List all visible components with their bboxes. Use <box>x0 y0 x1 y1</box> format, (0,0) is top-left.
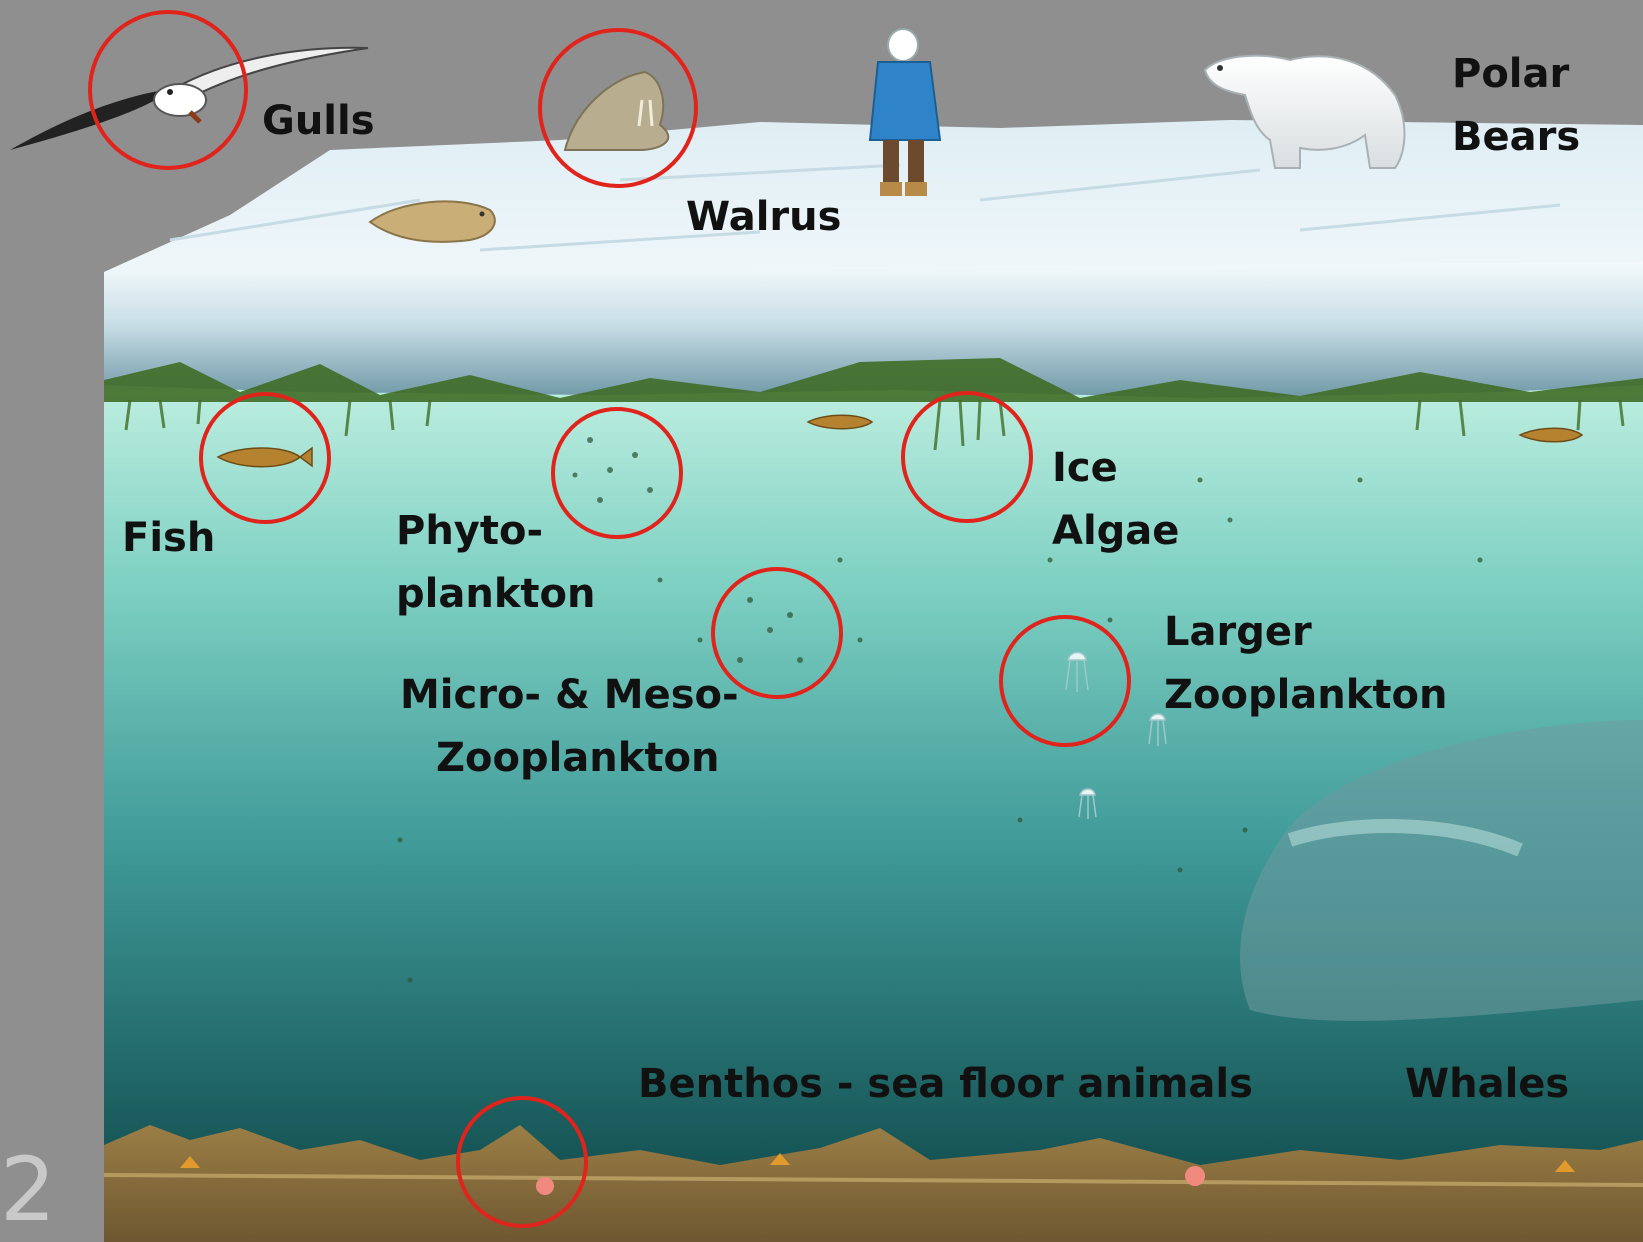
label-micro-meso-zooplankton-line-2: Zooplankton <box>400 727 739 790</box>
label-whales: Whales <box>1405 1053 1569 1116</box>
label-phytoplankton-line-2: plankton <box>396 563 596 626</box>
label-polar-bears-line-2: Bears <box>1452 106 1580 169</box>
label-polar-bears: Polar Bears <box>1452 43 1580 169</box>
label-phytoplankton: Phyto- plankton <box>396 500 596 626</box>
label-phytoplankton-line-1: Phyto- <box>396 500 596 563</box>
walrus-illustration <box>565 72 668 150</box>
label-ice-algae-line-2: Algae <box>1052 500 1179 563</box>
label-benthos: Benthos - sea floor animals <box>638 1053 1253 1116</box>
label-polar-bears-line-1: Polar <box>1452 43 1580 106</box>
label-larger-zooplankton: Larger Zooplankton <box>1164 601 1447 727</box>
label-larger-zooplankton-line-1: Larger <box>1164 601 1447 664</box>
label-ice-algae-line-1: Ice <box>1052 437 1179 500</box>
label-walrus: Walrus <box>686 186 841 249</box>
label-micro-meso-zooplankton-line-1: Micro- & Meso- <box>400 664 739 727</box>
label-micro-meso-zooplankton: Micro- & Meso- Zooplankton <box>400 664 739 790</box>
label-ice-algae: Ice Algae <box>1052 437 1179 563</box>
label-gulls: Gulls <box>262 90 375 153</box>
slide-number: 2 <box>0 1140 56 1240</box>
label-fish: Fish <box>122 507 215 570</box>
label-larger-zooplankton-line-2: Zooplankton <box>1164 664 1447 727</box>
